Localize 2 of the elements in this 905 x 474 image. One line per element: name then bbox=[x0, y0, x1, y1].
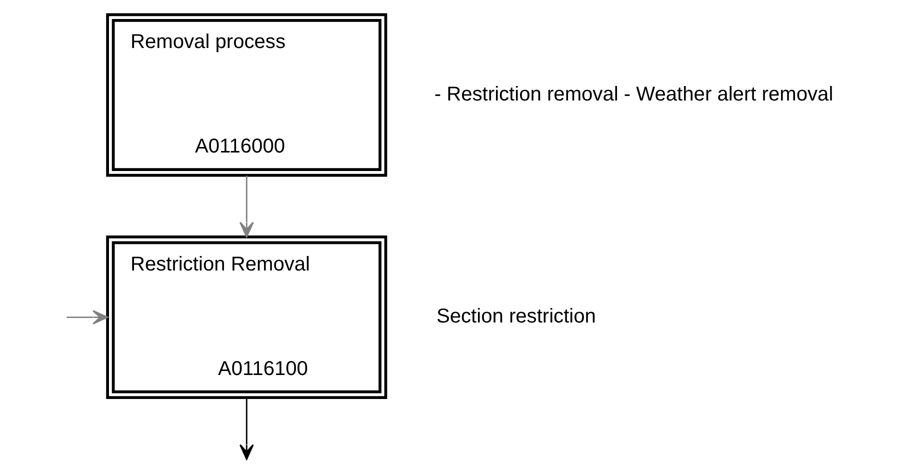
node-label: Section restriction bbox=[436, 305, 596, 328]
node-label: - Restriction removal - Weather alert removal bbox=[434, 82, 834, 105]
